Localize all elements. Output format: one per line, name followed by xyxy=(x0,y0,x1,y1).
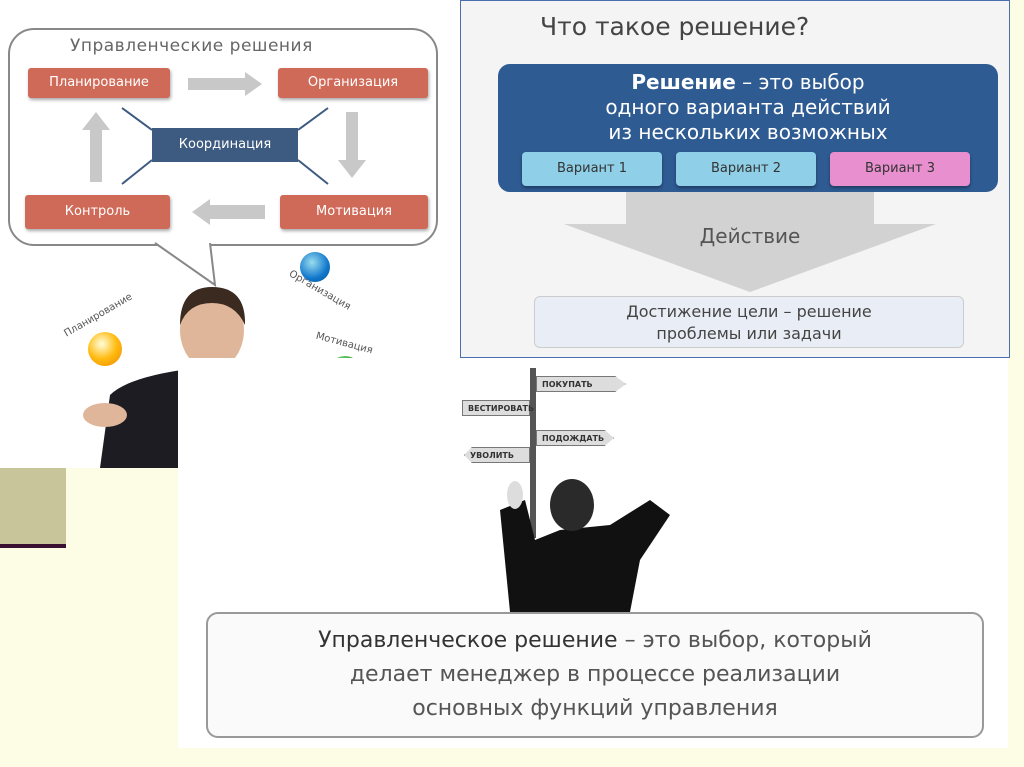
variant-2: Вариант 2 xyxy=(676,152,816,186)
definition-line: одного варианта действий xyxy=(605,95,891,119)
sign-fire: УВОЛИТЬ xyxy=(464,447,530,463)
diagram-title: Управленческие решения xyxy=(70,36,313,56)
sign-buy: ПОКУПАТЬ xyxy=(536,376,626,392)
sign-invest: ВЕСТИРОВАТЬ xyxy=(462,400,534,416)
diagram-arrows xyxy=(82,72,366,225)
definition-line: делает менеджер в процессе реализации xyxy=(349,662,841,687)
decision-term: Решение xyxy=(631,70,736,94)
blue-orb-icon xyxy=(300,252,330,282)
signpost-pole xyxy=(530,368,536,538)
variant-1: Вариант 1 xyxy=(522,152,662,186)
goal-box: Достижение цели – решение проблемы или з… xyxy=(534,296,964,348)
box-planning: Планирование xyxy=(28,68,170,98)
variant-3: Вариант 3 xyxy=(830,152,970,186)
decision-title: Что такое решение? xyxy=(540,12,810,41)
decision-rest: – это выбор xyxy=(735,70,865,94)
goal-line: Достижение цели – решение xyxy=(626,302,872,321)
definition-rest: – это выбор, который xyxy=(617,628,872,653)
box-organization: Организация xyxy=(278,68,428,98)
box-motivation: Мотивация xyxy=(280,195,428,229)
definition-term: Управленческое решение xyxy=(318,628,618,653)
management-decision-definition: Управленческое решение – это выбор, кото… xyxy=(206,612,984,738)
box-coordination: Координация xyxy=(152,128,298,162)
definition-line: основных функций управления xyxy=(412,696,778,721)
decorative-square xyxy=(0,468,66,544)
orange-orb-icon xyxy=(88,332,122,366)
goal-line: проблемы или задачи xyxy=(656,324,842,343)
decorative-line xyxy=(0,544,66,548)
action-label: Действие xyxy=(699,224,801,248)
box-control: Контроль xyxy=(25,195,170,229)
bubble-tail xyxy=(154,242,217,288)
action-arrow xyxy=(564,192,936,292)
sign-wait: ПОДОЖДАТЬ xyxy=(536,430,614,446)
decision-definition: Решение – это выбор одного варианта дейс… xyxy=(498,70,998,145)
thinking-man-photo xyxy=(500,479,670,612)
definition-line: из нескольких возможных xyxy=(608,120,888,144)
